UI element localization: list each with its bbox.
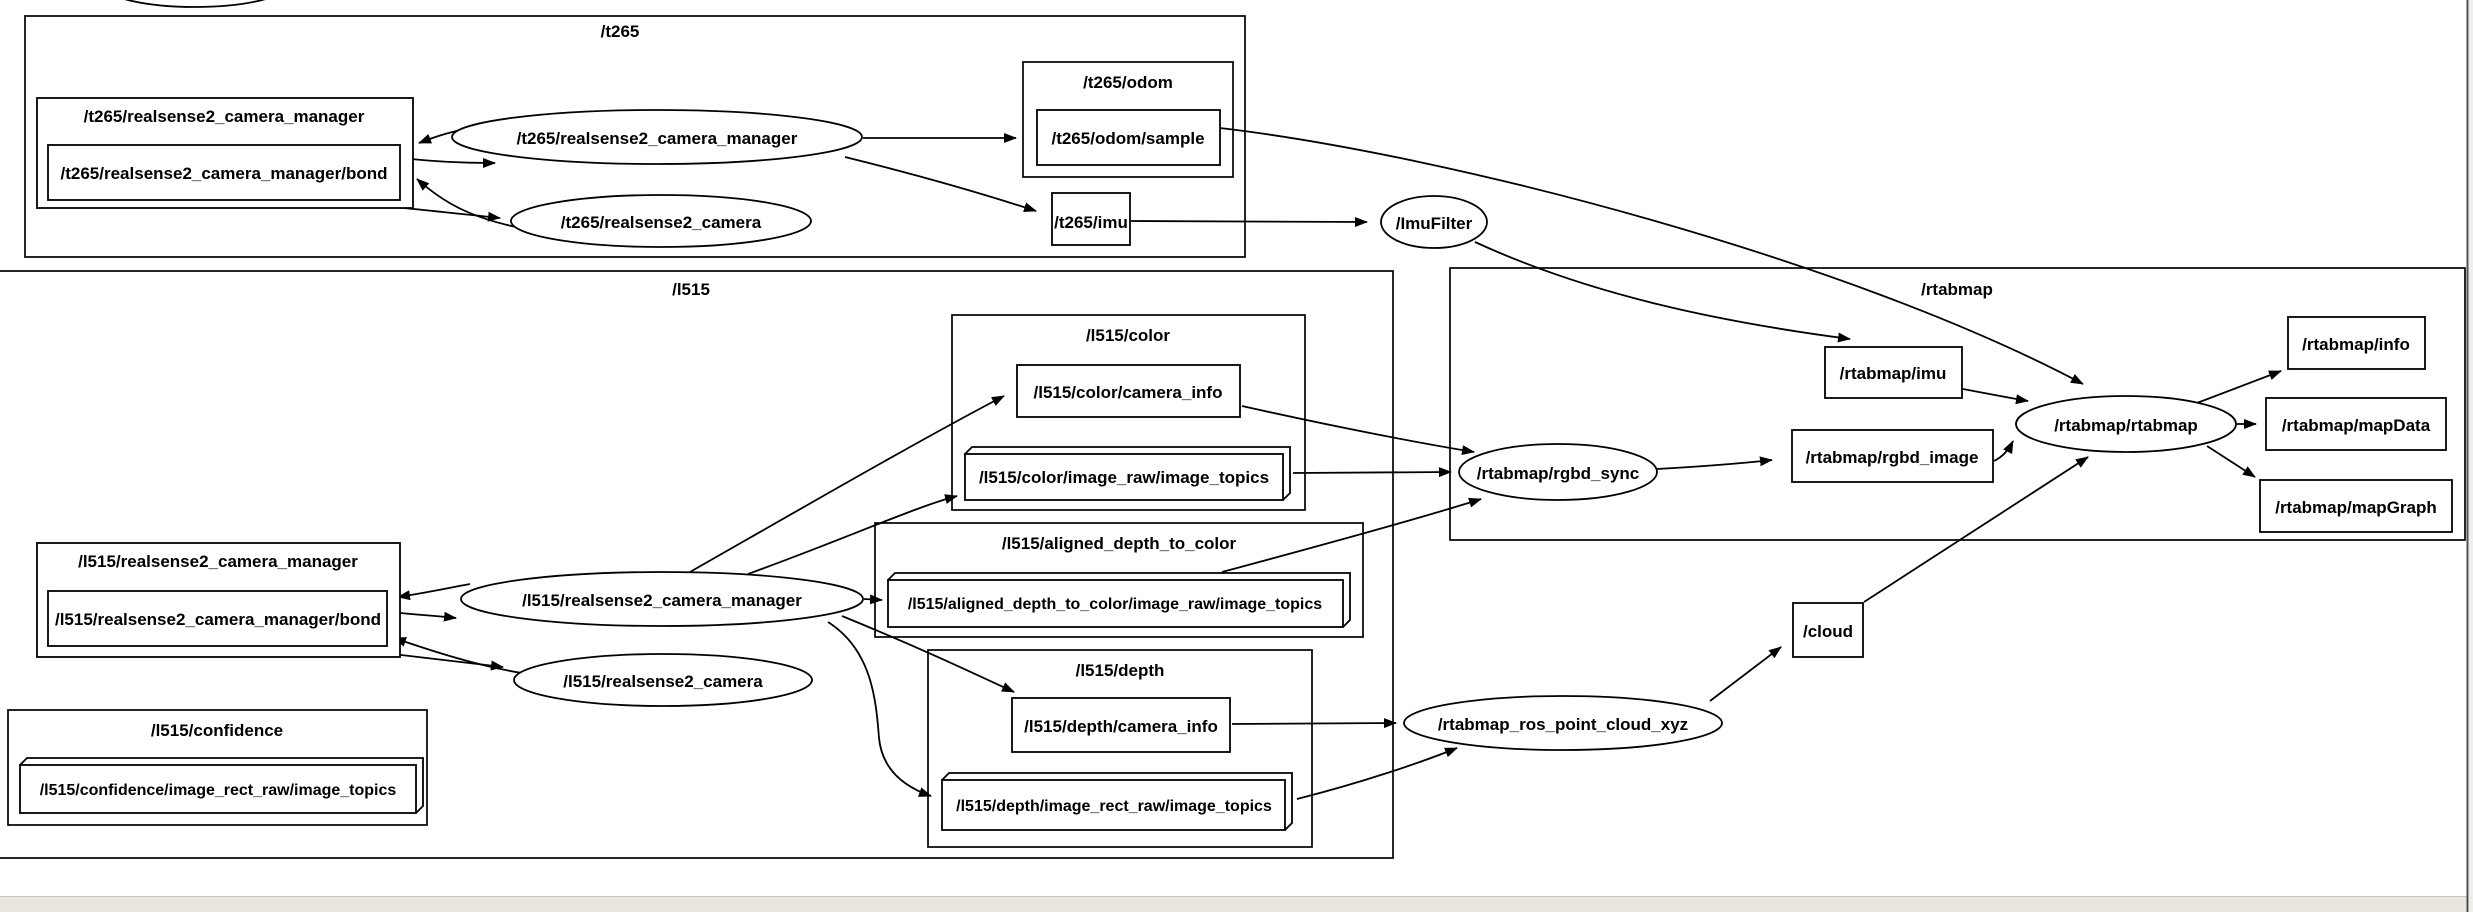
edge-rgbd-image-to-rtabmap <box>1993 440 2014 462</box>
topic-l515-depth-imagerect[interactable] <box>941 772 1293 831</box>
box-t265-manager-label: /t265/realsense2_camera_manager <box>84 107 365 126</box>
node-rgbd-sync-label: /rtabmap/rgbd_sync <box>1477 464 1640 483</box>
edge-aligned-imageraw-to-rgbdsync <box>1221 497 1482 573</box>
node-imufilter[interactable] <box>1380 195 1488 249</box>
topic-l515-manager-bond[interactable] <box>47 590 388 647</box>
node-l515-camera[interactable] <box>513 653 813 707</box>
topic-rtabmap-mapgraph-label: /rtabmap/mapGraph <box>2275 498 2437 517</box>
topic-rtabmap-imu-label: /rtabmap/imu <box>1840 364 1947 383</box>
topic-l515-bond-label: /l515/realsense2_camera_manager/bond <box>55 610 381 629</box>
topic-l515-aligned-imageraw[interactable] <box>887 572 1351 628</box>
edge-l515-manager-to-depth-imagerect <box>827 621 932 797</box>
cluster-t265-odom <box>1022 61 1234 178</box>
edge-l515-manager-to-color-camerainfo <box>689 395 1005 573</box>
node-imufilter-label: /ImuFilter <box>1396 214 1473 233</box>
node-t265-camera-label: /t265/realsense2_camera <box>561 213 762 232</box>
cluster-l515-color <box>951 314 1306 511</box>
topic-t265-imu-label: /t265/imu <box>1054 213 1128 232</box>
edge-imufilter-to-rtabmap-imu <box>1474 241 1851 343</box>
topic-rtabmap-imu[interactable] <box>1824 346 1963 399</box>
node-t265-manager[interactable] <box>451 109 863 165</box>
topic-rtabmap-mapdata-label: /rtabmap/mapData <box>2282 416 2431 435</box>
edge-l515-manager-to-depth-camerainfo <box>841 615 1015 693</box>
edge-rtabmap-imu-to-rtabmap <box>1962 388 2029 405</box>
topic-t265-bond-label: /t265/realsense2_camera_manager/bond <box>61 164 388 183</box>
node-l515-manager[interactable] <box>460 571 864 627</box>
topic-t265-manager-bond[interactable] <box>47 144 401 201</box>
topic-rgbd-image-label: /rtabmap/rgbd_image <box>1806 448 1979 467</box>
cluster-rtabmap-label: /rtabmap <box>1921 280 1993 299</box>
edge-layer <box>341 127 2282 800</box>
edge-odom-sample-to-rtabmap <box>1219 127 2084 385</box>
cluster-t265-odom-label: /t265/odom <box>1083 73 1173 92</box>
topic-rtabmap-mapdata[interactable] <box>2265 397 2447 451</box>
edge-color-imageraw-to-rgbdsync <box>1292 467 1452 478</box>
cluster-l515-confidence-label: /l515/confidence <box>151 721 283 740</box>
node-partial-offscreen[interactable] <box>100 0 290 8</box>
topic-l515-depth-camerainfo[interactable] <box>1011 697 1231 753</box>
edge-rgbd-sync-to-rgbd-image <box>1656 456 1773 470</box>
topic-rtabmap-mapgraph[interactable] <box>2259 479 2453 533</box>
topic-l515-confidence-image[interactable] <box>19 757 424 814</box>
edge-l515-camera-to-bond <box>393 637 523 674</box>
node-rtabmap-label: /rtabmap/rtabmap <box>2054 416 2198 435</box>
topic-t265-odom-sample-label: /t265/odom/sample <box>1051 129 1204 148</box>
edge-l515-manager-to-color-imageraw <box>747 494 958 575</box>
edge-cloud-to-rtabmap <box>1863 456 2089 603</box>
edge-rtabmap-to-info <box>2196 370 2282 404</box>
topic-depth-camerainfo-label: /l515/depth/camera_info <box>1024 717 1218 736</box>
topic-t265-imu[interactable] <box>1051 192 1131 246</box>
topic-depth-imagerect-label: /l515/depth/image_rect_raw/image_topics <box>956 798 1272 815</box>
cluster-t265-label: /t265 <box>601 22 640 41</box>
cluster-l515-color-label: /l515/color <box>1086 326 1170 345</box>
cluster-l515-depth-label: /l515/depth <box>1076 661 1165 680</box>
edge-rtabmap-to-mapgraph <box>2206 445 2256 478</box>
edge-t265-camera-to-bond <box>416 178 517 228</box>
box-l515-manager-label: /l515/realsense2_camera_manager <box>78 552 358 571</box>
node-l515-camera-label: /l515/realsense2_camera <box>563 672 763 691</box>
right-frame-fill <box>2469 0 2473 912</box>
edge-l515-manager-to-aligned-imageraw <box>863 594 883 605</box>
topic-confidence-image-label: /l515/confidence/image_rect_raw/image_to… <box>40 782 397 799</box>
topic-rtabmap-info[interactable] <box>2287 316 2426 370</box>
node-l515-manager-label: /l515/realsense2_camera_manager <box>522 591 802 610</box>
topic-t265-odom-sample[interactable] <box>1036 109 1221 166</box>
topic-cloud-label: /cloud <box>1803 622 1853 641</box>
edge-t265-manager-to-imu <box>844 156 1037 213</box>
cluster-l515-aligned-depth <box>874 522 1364 638</box>
topic-color-imageraw-label: /l515/color/image_raw/image_topics <box>979 468 1269 487</box>
node-rgbd-sync[interactable] <box>1458 443 1658 501</box>
cluster-l515-aligned-label: /l515/aligned_depth_to_color <box>1002 534 1237 553</box>
bottom-panel-band <box>0 897 2468 912</box>
node-t265-manager-label: /t265/realsense2_camera_manager <box>517 129 798 148</box>
node-t265-camera[interactable] <box>510 194 812 248</box>
cluster-t265 <box>24 15 1246 258</box>
edge-t265-imu-to-imufilter <box>1130 216 1368 227</box>
node-rtabmap[interactable] <box>2015 395 2237 453</box>
cluster-l515 <box>0 270 1394 859</box>
edge-depth-imagerect-to-pointcloud <box>1296 747 1458 800</box>
topic-cloud[interactable] <box>1792 602 1864 658</box>
topic-l515-color-camerainfo[interactable] <box>1016 364 1241 418</box>
topic-rgbd-image[interactable] <box>1791 429 1994 483</box>
edge-l515-manager-to-bond <box>397 583 471 601</box>
node-pointcloud-label: /rtabmap_ros_point_cloud_xyz <box>1438 715 1688 734</box>
cluster-l515-confidence <box>7 709 428 826</box>
cluster-l515-label: /l515 <box>672 280 710 299</box>
topic-rtabmap-info-label: /rtabmap/info <box>2302 335 2410 354</box>
cluster-rtabmap <box>1449 267 2466 541</box>
topic-aligned-imageraw-label: /l515/aligned_depth_to_color/image_raw/i… <box>908 596 1322 613</box>
edge-pointcloud-to-cloud <box>1709 646 1782 702</box>
topic-color-camerainfo-label: /l515/color/camera_info <box>1034 383 1223 402</box>
edge-depth-camerainfo-to-pointcloud <box>1231 718 1397 729</box>
node-pointcloud-xyz[interactable] <box>1403 695 1723 751</box>
cluster-l515-depth <box>927 649 1313 848</box>
edge-color-camerainfo-to-rgbdsync <box>1241 405 1475 456</box>
topic-l515-color-imageraw[interactable] <box>964 446 1291 501</box>
